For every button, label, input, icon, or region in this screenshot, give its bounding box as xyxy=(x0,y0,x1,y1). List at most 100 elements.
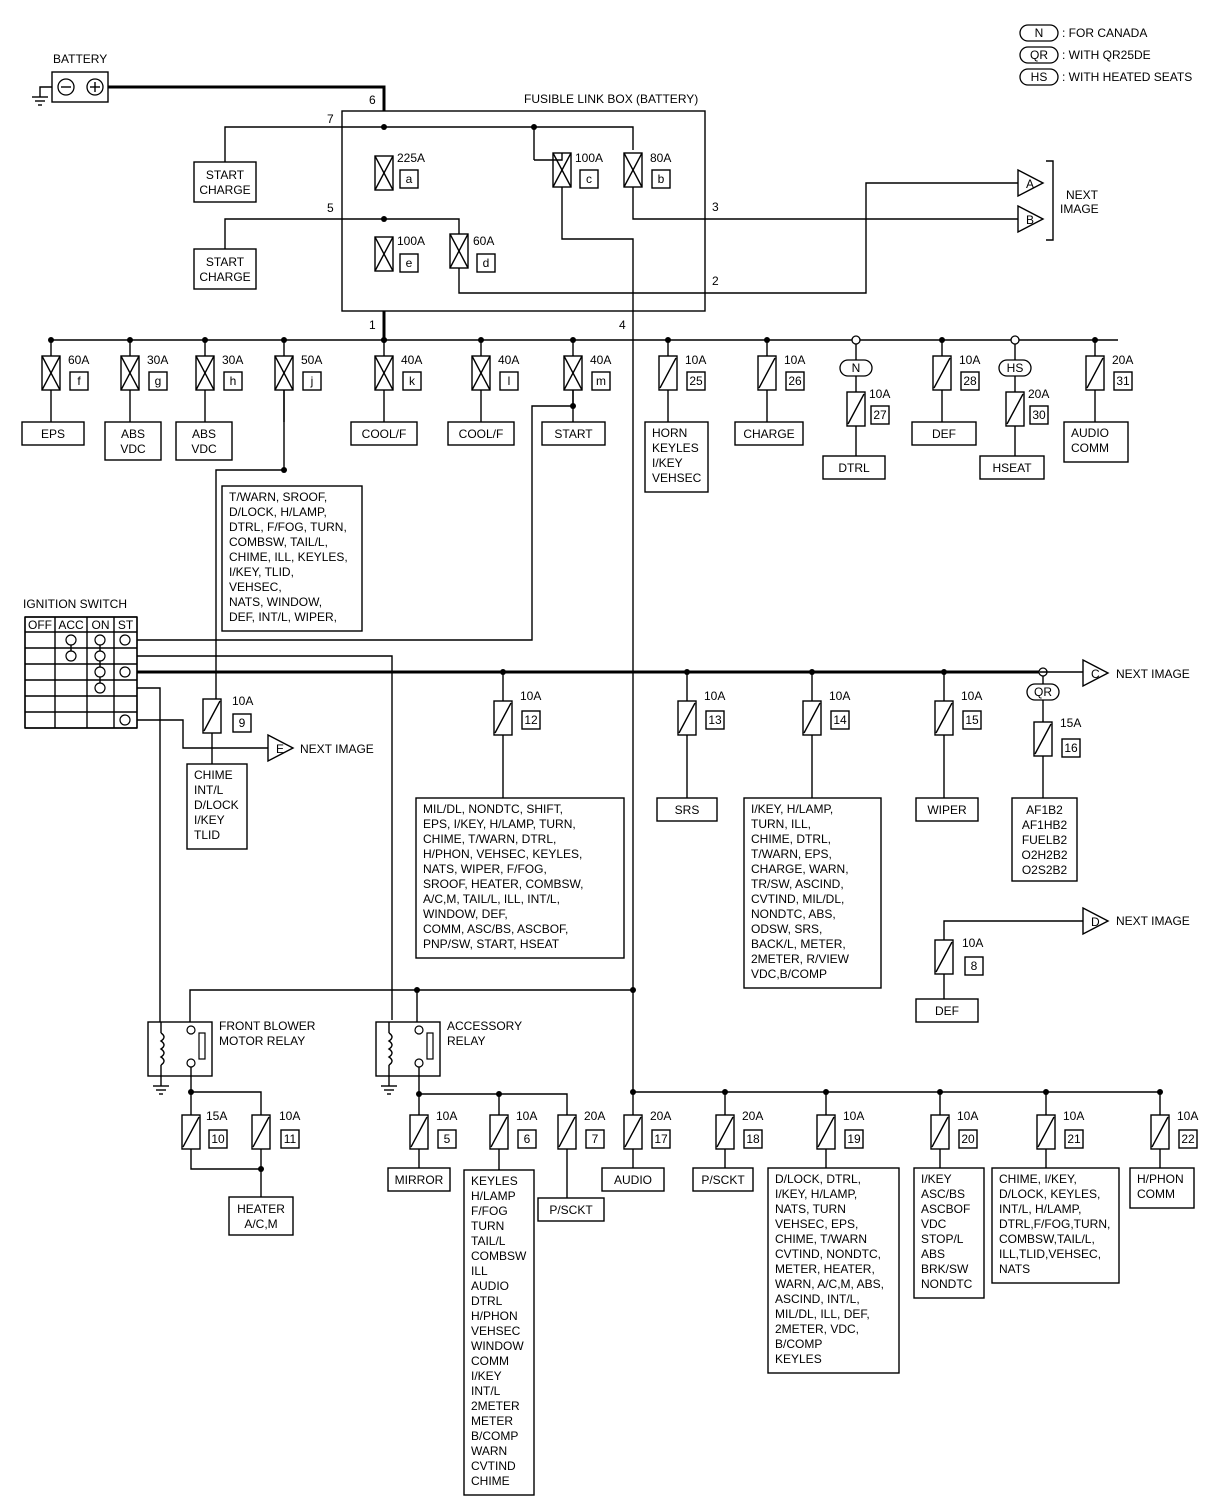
fuse-number: m xyxy=(596,374,606,388)
load-label: H/PHON xyxy=(1137,1172,1184,1186)
load-label: 2METER, R/VIEW xyxy=(751,952,850,966)
load-label: PNP/SW, START, HSEAT xyxy=(423,937,560,951)
load-label: I/KEY, H/LAMP, xyxy=(775,1187,857,1201)
fuse-number: k xyxy=(409,374,416,388)
load-label: AF1HB2 xyxy=(1022,818,1068,832)
wire-to-d xyxy=(943,920,1083,940)
fuse-amperage: 10A xyxy=(961,689,982,703)
wire-to-e xyxy=(137,719,268,749)
load-label: 2METER xyxy=(471,1399,520,1413)
fusible-link-x xyxy=(449,233,469,269)
fuse-number: 7 xyxy=(592,1132,599,1146)
relay-label: ACCESSORY xyxy=(447,1019,522,1033)
load-label: T/WARN, SROOF, xyxy=(229,490,327,504)
load-cool-f xyxy=(447,421,515,446)
fuse-number: 5 xyxy=(444,1132,451,1146)
load-label: I/KEY, H/LAMP, xyxy=(751,802,833,816)
fuse-amperage: 10A xyxy=(685,353,706,367)
fuse-diagonal xyxy=(624,1116,642,1148)
connector-d xyxy=(1082,906,1110,936)
load-label: WINDOW xyxy=(471,1339,524,1353)
fuse-number: e xyxy=(406,256,413,270)
load-audio-comm xyxy=(1063,421,1129,463)
load-abs-vdc xyxy=(175,421,233,461)
load-label: D/LOCK, H/LAMP, xyxy=(229,505,327,519)
load-label: COMM xyxy=(471,1354,509,1368)
fuse-number-box xyxy=(785,371,805,391)
connector-letter: C xyxy=(1091,667,1100,681)
fuse-diagonal xyxy=(935,702,953,734)
load-def-8 xyxy=(915,998,979,1023)
fuse-number-box xyxy=(148,371,168,391)
wire-acc xyxy=(137,655,393,1020)
fuse-number-box xyxy=(844,1129,864,1149)
fuse-amperage: 10A xyxy=(957,1109,978,1123)
wire-number: 4 xyxy=(619,318,626,332)
fuse-number-box xyxy=(1029,405,1049,425)
ignition-switch xyxy=(24,616,138,729)
connector-letter: E xyxy=(276,742,284,756)
ignition-column-acc: ACC xyxy=(58,618,84,632)
fuse-number: 10 xyxy=(211,1132,225,1146)
fuse-diagonal xyxy=(410,1116,428,1148)
fuse-amperage: 20A xyxy=(742,1109,763,1123)
switch-contact xyxy=(94,650,106,662)
fuse-amperage: 30A xyxy=(222,353,243,367)
fuse-number-box xyxy=(870,405,890,425)
connector-b xyxy=(1017,204,1045,234)
fuse-number: 11 xyxy=(284,1132,297,1146)
fuse-number-box xyxy=(1178,1129,1198,1149)
relay-coil xyxy=(159,1032,165,1066)
fuse-diagonal xyxy=(659,357,677,389)
wire-relay-supply xyxy=(189,989,633,1030)
load-label: A/C,M xyxy=(244,1217,277,1231)
option-junction xyxy=(851,335,861,345)
switch-contact xyxy=(119,666,131,678)
fuse-number-box xyxy=(208,1129,228,1149)
fuse-number: 31 xyxy=(1116,374,1130,388)
fuse-diagonal xyxy=(182,1116,200,1148)
load-fuse-9 xyxy=(186,763,248,850)
load-label: METER xyxy=(471,1414,513,1428)
option-code: HS xyxy=(1007,361,1024,375)
load-label: B/COMP xyxy=(775,1337,822,1351)
fuse-amperage: 10A xyxy=(1063,1109,1084,1123)
load-label: I/KEY xyxy=(194,813,225,827)
load-label: D/LOCK, KEYLES, xyxy=(999,1187,1100,1201)
load-label: ODSW, SRS, xyxy=(751,922,822,936)
load-label: ILL xyxy=(471,1264,488,1278)
load-label: VEHSEC xyxy=(652,471,702,485)
load-fuse-12 xyxy=(415,797,625,959)
fuse-number-box xyxy=(1064,1129,1084,1149)
fuse-number: 19 xyxy=(847,1132,861,1146)
wire-to-a xyxy=(458,182,1018,294)
load-label: INT/L xyxy=(194,783,224,797)
fuse-amperage: 30A xyxy=(147,353,168,367)
load-label: D/LOCK, DTRL, xyxy=(775,1172,861,1186)
load-label: VEHSEC xyxy=(471,1324,521,1338)
wire xyxy=(39,86,52,97)
load-label: CHIME xyxy=(194,768,233,782)
fuse-number-box xyxy=(830,710,850,730)
fuse-number-box xyxy=(1113,371,1133,391)
fuse-number: 27 xyxy=(873,408,887,422)
fusible-link-amp: 100A xyxy=(397,234,425,248)
fusible-link-x xyxy=(374,155,394,191)
next-image-label: IMAGE xyxy=(1060,202,1099,216)
load-label: DEF xyxy=(935,1004,959,1018)
fuse-diagonal xyxy=(847,393,865,425)
battery-label: BATTERY xyxy=(53,52,107,66)
legend-bubble xyxy=(1019,68,1059,86)
load-label: WIPER xyxy=(927,803,967,817)
fuse-number-box xyxy=(686,371,706,391)
acc-output-bus xyxy=(419,1093,568,1115)
fuse-number: 6 xyxy=(524,1132,531,1146)
load-label: MIL/DL, ILL, DEF, xyxy=(775,1307,870,1321)
fuse-number: 12 xyxy=(524,713,538,727)
load-label: DEF xyxy=(932,427,956,441)
fuse-amperage: 20A xyxy=(584,1109,605,1123)
wire xyxy=(224,126,634,162)
load-label: COMM, ASC/BS, ASCBOF, xyxy=(423,922,568,936)
fuse-amperage: 40A xyxy=(498,353,519,367)
relay-contact xyxy=(414,1025,424,1035)
